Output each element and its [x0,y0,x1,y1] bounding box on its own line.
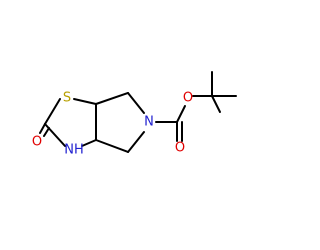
ester-oxygen-label: O [183,91,193,106]
bond-n-ch2-bottom [127,131,145,153]
carbonyl-oxygen-label: O [175,141,185,156]
bond-ketone-2 [43,127,50,137]
ketone-oxygen-label: O [32,135,42,150]
atom-labels: S O NH N O O [32,91,193,158]
bond-ch2-n-top [127,92,145,114]
bond-ketone-1 [39,123,46,134]
chemical-structure-drawing: S O NH N O O [32,71,237,158]
bond-c-s [44,98,61,125]
bond-s-c [73,98,97,105]
bond-c-nh [81,139,97,147]
bond-lines [39,71,237,153]
bond-ch2-c-bottom [95,139,129,153]
sulfur-atom-label: S [63,91,71,106]
bond-nh-co [44,123,66,147]
pyrrolidine-nitrogen-label: N [144,115,154,130]
bond-tbutyl-down [211,95,221,113]
bond-c-ch2-top [95,92,129,105]
bond-carbonyl-ester-o [176,105,186,123]
amide-nh-label: NH [64,143,84,158]
